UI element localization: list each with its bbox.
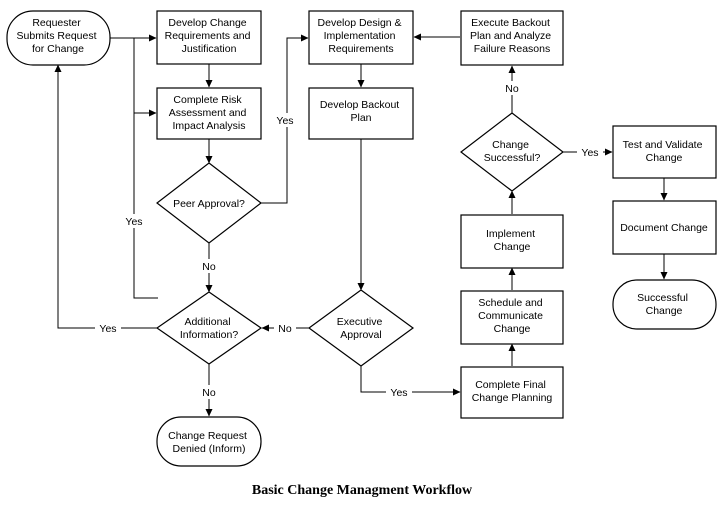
diagram-title: Basic Change Managment Workflow <box>252 483 473 498</box>
edge-executive-yes-to-final <box>360 366 461 396</box>
svg-text:Peer Approval?: Peer Approval? <box>173 198 245 210</box>
svg-text:Schedule and Communicate: Schedule and Communicate Change <box>478 297 546 335</box>
svg-text:Requester Submits Reques: Requester Submits Request for Change <box>17 17 100 55</box>
svg-text:Test and Validate Change: Test and Validate Change <box>623 139 706 164</box>
node-develop-design: Develop Design & Implementation Requirem… <box>308 10 414 65</box>
label-peer-yes: Yes <box>276 115 293 127</box>
edges <box>54 33 668 417</box>
svg-text:Develop Change Requireme: Develop Change Requirements and Justific… <box>165 17 254 55</box>
svg-text:Executive Approval: Executive Approval <box>337 316 385 341</box>
node-additional-information: Additional Information? <box>155 291 263 365</box>
label-additional-yes: Yes <box>99 323 116 335</box>
node-document-change: Document Change <box>612 200 717 255</box>
node-risk-assessment: Complete Risk Assessment and Impact Anal… <box>156 87 262 140</box>
node-schedule-communicate: Schedule and Communicate Change <box>460 290 564 345</box>
node-change-denied: Change Request Denied (Inform) <box>156 416 262 467</box>
node-executive-approval: Executive Approval <box>307 289 415 367</box>
node-execute-backout: Execute Backout Plan and Analyze Failure… <box>460 10 564 66</box>
svg-text:Document Change: Document Change <box>620 222 708 234</box>
label-executive-yes: Yes <box>390 387 407 399</box>
edge-labels: Yes No Yes Yes No No Yes Yes No <box>95 81 603 399</box>
svg-text:Execute Backout Plan and: Execute Backout Plan and Analyze Failure… <box>470 17 554 55</box>
node-implement: Implement Change <box>460 214 564 269</box>
node-requester: Requester Submits Request for Change <box>6 10 111 66</box>
node-change-successful: Change Successful? <box>460 112 564 192</box>
svg-text:Complete Final Change Pl: Complete Final Change Planning <box>472 379 553 404</box>
label-loop-yes: Yes <box>125 216 142 228</box>
node-peer-approval: Peer Approval? <box>156 162 262 244</box>
label-peer-no: No <box>202 261 216 273</box>
svg-text:Change Request Denied (I: Change Request Denied (Inform) <box>168 430 250 455</box>
svg-text:Change Successful?: Change Successful? <box>484 139 541 164</box>
svg-text:Additional Information?: Additional Information? <box>180 316 239 341</box>
label-successful-no: No <box>505 83 519 95</box>
svg-text:Complete Risk Assessment: Complete Risk Assessment and Impact Anal… <box>169 94 250 132</box>
label-successful-yes: Yes <box>581 147 598 159</box>
svg-text:Implement Change: Implement Change <box>486 228 538 253</box>
edge-loop-trunk <box>133 38 158 299</box>
node-final-planning: Complete Final Change Planning <box>460 366 564 419</box>
node-develop-change: Develop Change Requirements and Justific… <box>156 10 262 65</box>
svg-text:Develop Backout Plan: Develop Backout Plan <box>320 99 402 124</box>
node-develop-backout: Develop Backout Plan <box>308 87 414 140</box>
node-successful-change: Successful Change <box>612 279 717 330</box>
label-executive-no: No <box>278 323 292 335</box>
svg-text:Develop Design & Impleme: Develop Design & Implementation Requirem… <box>318 17 405 55</box>
node-test-validate: Test and Validate Change <box>612 125 717 179</box>
svg-text:Successful Change: Successful Change <box>637 292 691 317</box>
edge-additional-yes-to-requester <box>54 64 158 329</box>
label-additional-no: No <box>202 387 216 399</box>
